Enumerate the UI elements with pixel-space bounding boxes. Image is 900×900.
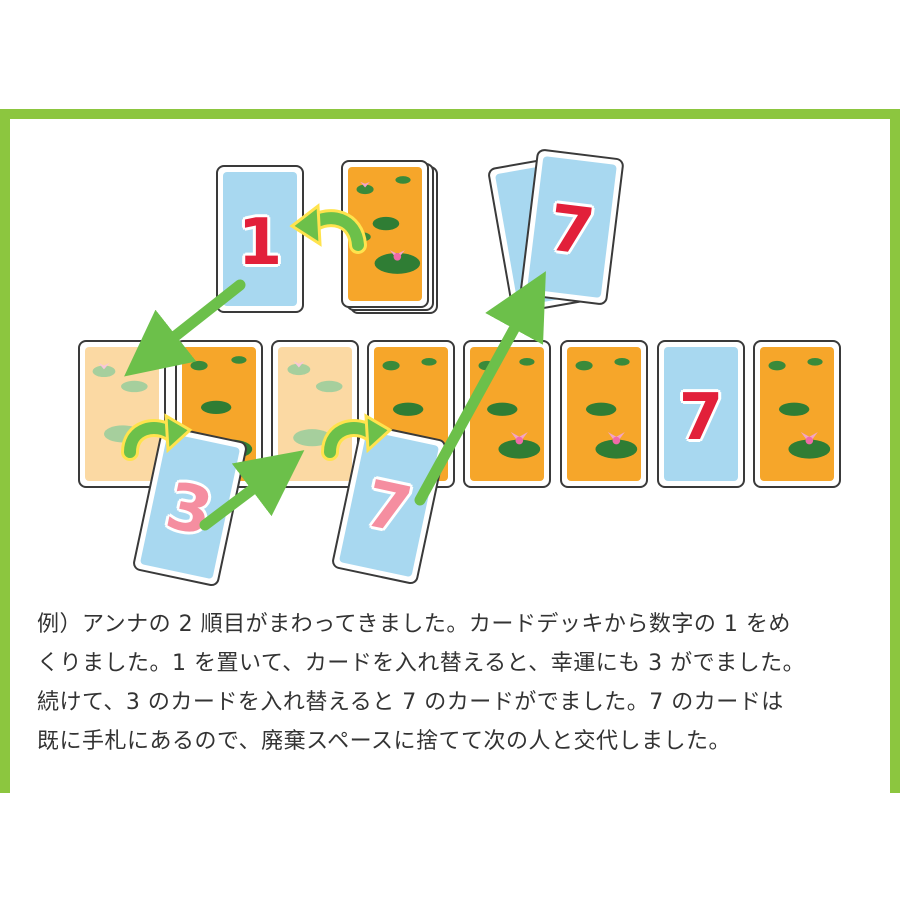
- lily-pond-art: [287, 360, 343, 447]
- hand-slot-3[interactable]: [271, 340, 359, 488]
- lotus-flower-icon: [98, 362, 110, 370]
- card-number: 3: [159, 469, 219, 551]
- caption-line: 既に手札にあるので、廃棄スペースに捨てて次の人と交代しました。: [37, 729, 731, 754]
- lily-pond-art: [575, 358, 638, 459]
- lily-pond-art: [478, 358, 541, 459]
- lotus-flower-icon: [293, 360, 305, 368]
- lily-pond-art: [351, 176, 421, 274]
- card-number: 7: [678, 381, 724, 455]
- lotus-flower-icon: [607, 432, 625, 445]
- card-number: 1: [237, 206, 283, 280]
- discard-pile-top[interactable]: 7: [519, 148, 625, 306]
- hand-slot-6[interactable]: [560, 340, 648, 488]
- lily-pond-art: [92, 362, 148, 443]
- card-number: 7: [358, 467, 418, 549]
- drawn-card[interactable]: 1: [216, 165, 304, 313]
- card-number: 7: [544, 191, 599, 271]
- lotus-flower-icon: [800, 432, 818, 445]
- caption-line: 例）アンナの 2 順目がまわってきました。カードデッキから数字の 1 をめ: [37, 612, 791, 637]
- hand-slot-8[interactable]: [753, 340, 841, 488]
- hand-slot-7[interactable]: 7: [657, 340, 745, 488]
- caption-line: くりました。1 を置いて、カードを入れ替えると、幸運にも 3 がでました。: [37, 651, 806, 676]
- lotus-flower-icon: [389, 250, 405, 261]
- caption-line: 続けて、3 のカードを入れ替えると 7 のカードがでました。7 のカードは: [37, 690, 784, 715]
- example-caption: 例）アンナの 2 順目がまわってきました。カードデッキから数字の 1 をめ くり…: [37, 605, 867, 761]
- hand-slot-5[interactable]: [463, 340, 551, 488]
- draw-deck[interactable]: [341, 160, 429, 308]
- lily-pond-art: [768, 358, 831, 459]
